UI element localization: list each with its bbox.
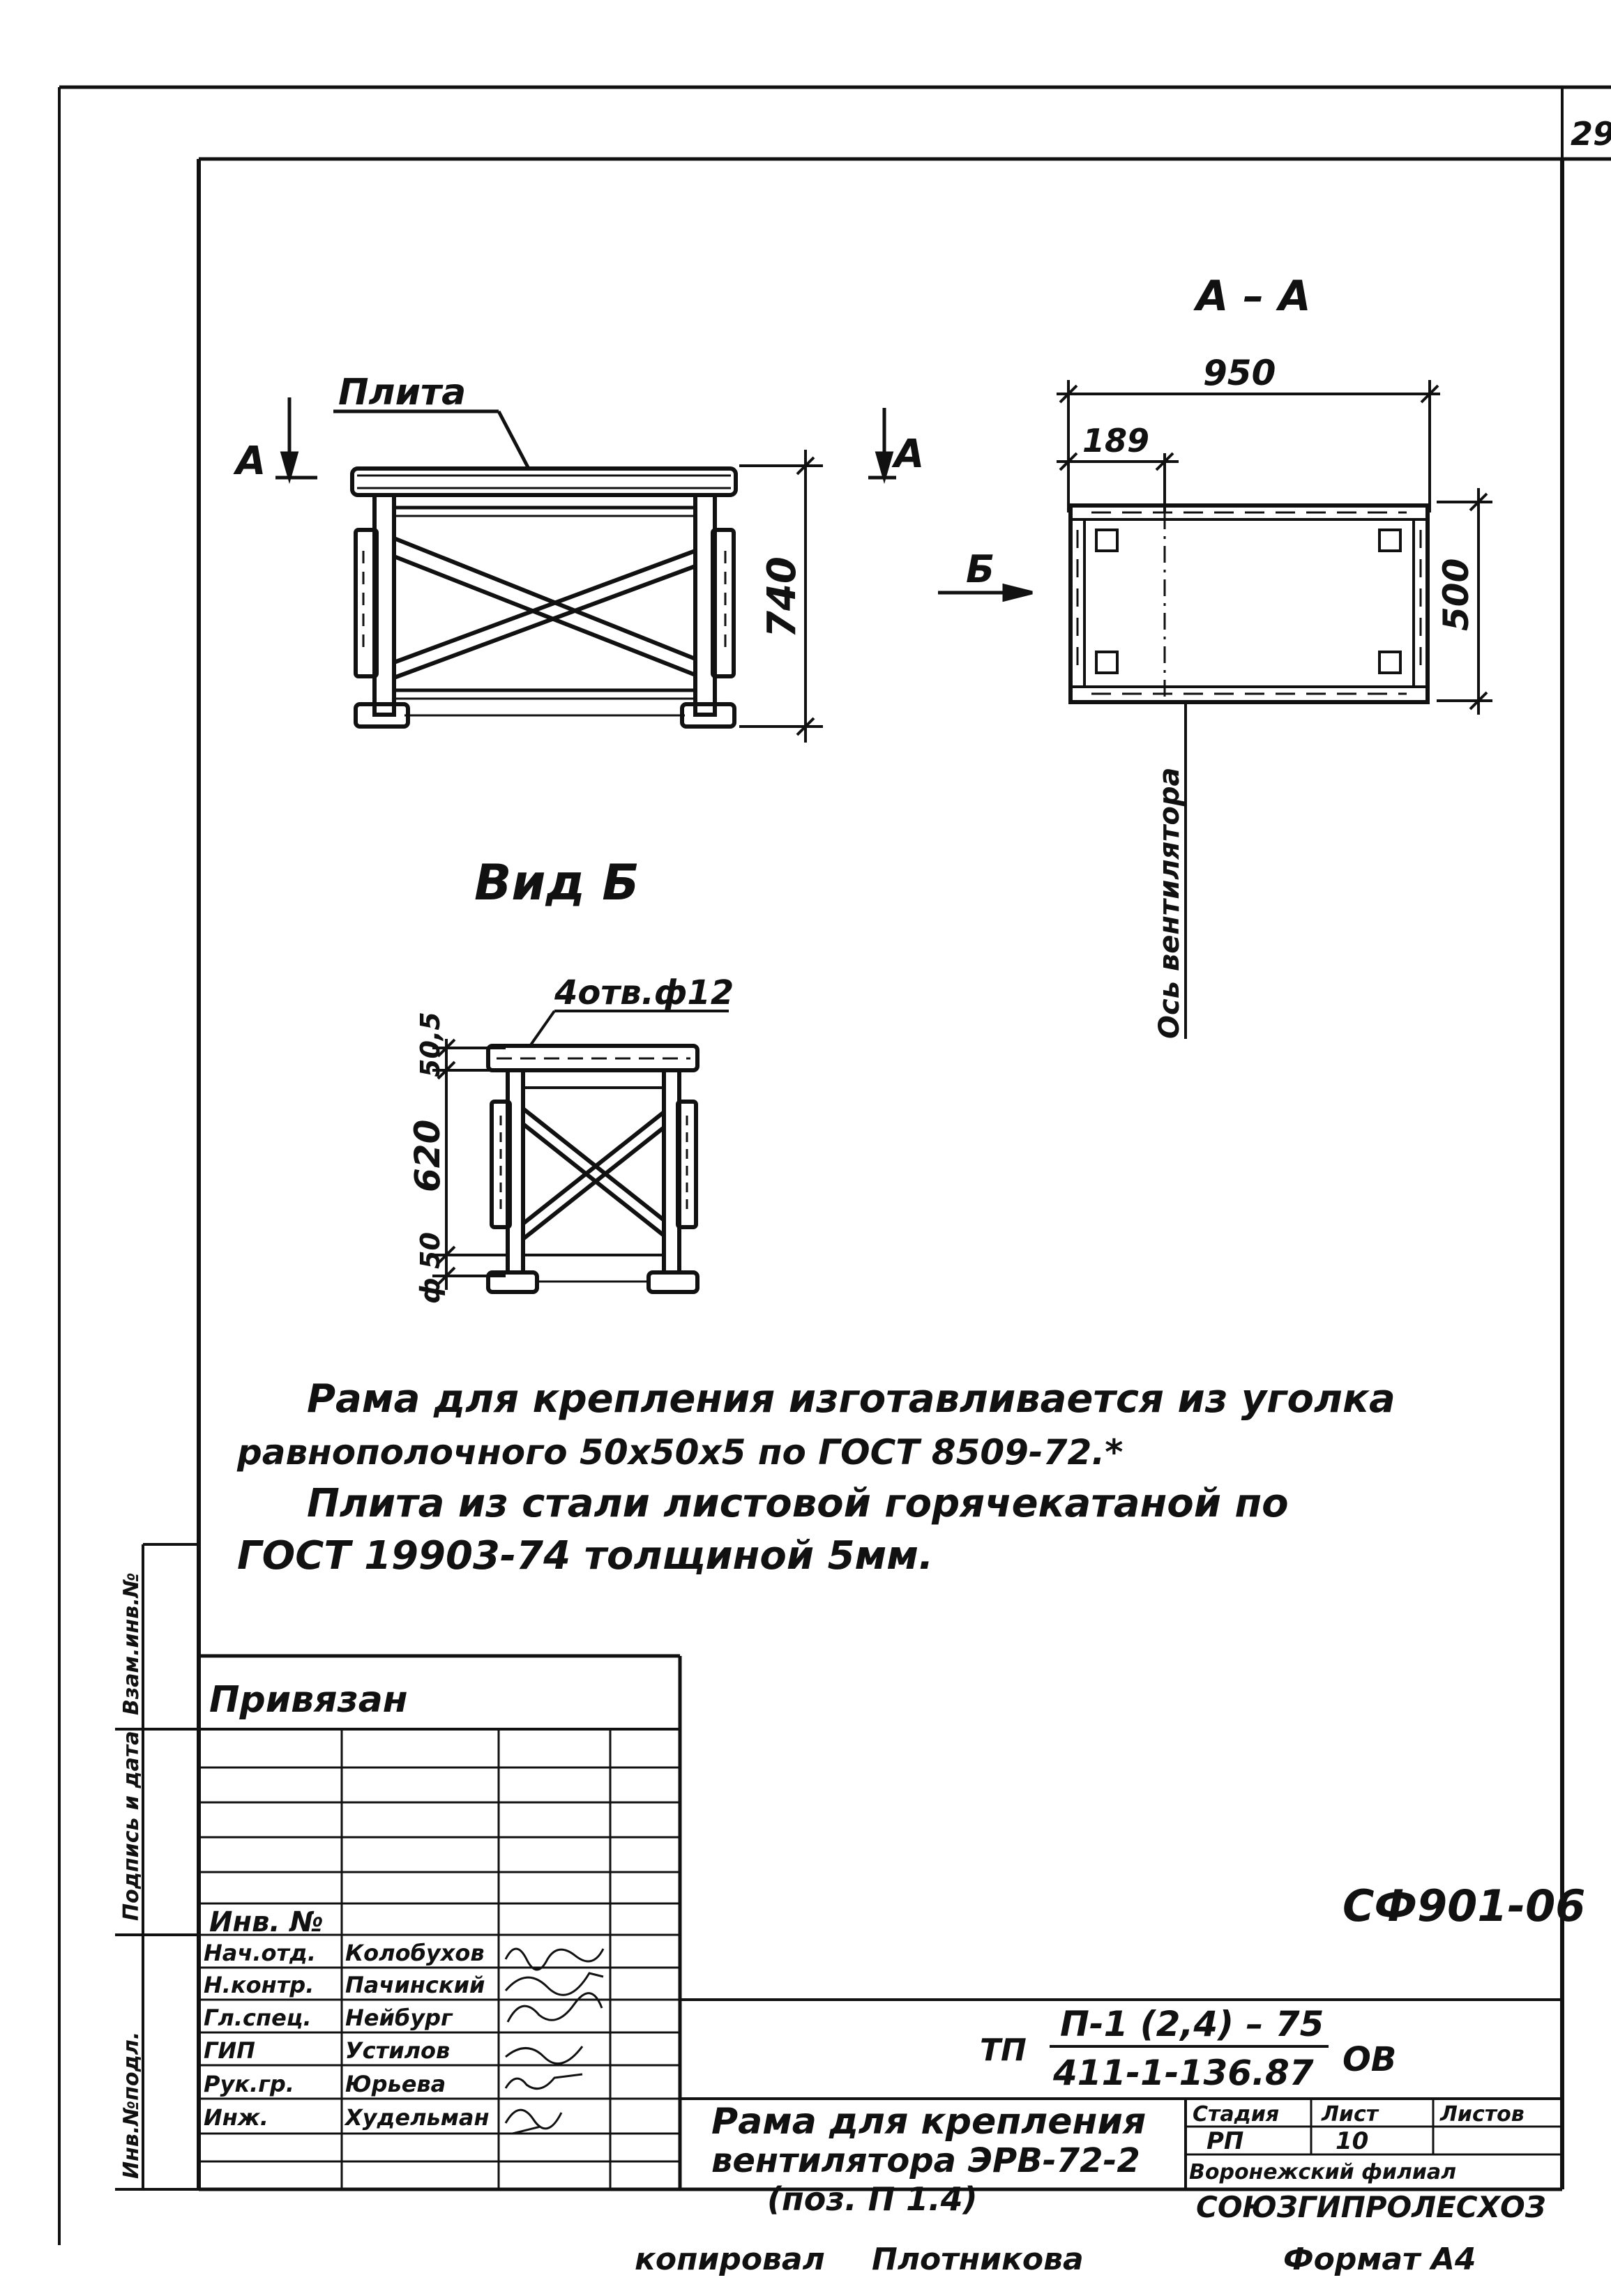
holes-label: 4отв.ф12	[554, 973, 734, 1012]
staff-name-2: Пачинский	[345, 1972, 485, 1998]
view-b-arrow	[938, 583, 1033, 602]
cut-marker-right-label: А	[891, 432, 924, 477]
sheet-frame	[58, 85, 1611, 2245]
sheet-number: 29	[1571, 115, 1611, 153]
note-line-2: равнополочного 50х50х5 по ГОСТ 8509-72.*	[236, 1432, 1123, 1473]
section-aa-depth: 500	[1436, 558, 1476, 631]
section-aa-width: 950	[1203, 353, 1276, 393]
frame-posts	[354, 493, 736, 717]
copied-by: копировал	[635, 2242, 825, 2277]
side-stamp-signature: Подпись и дата	[119, 1731, 144, 1921]
side-stamp-replaced: Взам.инв.№	[119, 1572, 144, 1715]
section-aa: А – А 950 189 500	[938, 272, 1492, 1039]
stage-header: Стадия	[1193, 2102, 1279, 2127]
format-label: Формат А4	[1283, 2242, 1476, 2277]
fan-axis-label: Ось вентилятора	[1154, 768, 1186, 1040]
copied-by-name: Плотникова	[872, 2242, 1084, 2277]
view-b: Вид Б 4отв.ф12	[407, 854, 734, 1304]
height-dimension	[739, 450, 823, 743]
view-b-frame	[486, 1044, 699, 1294]
staff-role-5: Рук.гр.	[204, 2071, 294, 2097]
view-b-dimensions	[432, 1038, 506, 1290]
view-b-title: Вид Б	[474, 854, 640, 911]
feet	[354, 702, 736, 729]
staff-role-3: Гл.спец.	[204, 2005, 312, 2031]
staff-name-4: Устилов	[345, 2037, 450, 2064]
view-b-dim-top: 50,5	[415, 1012, 446, 1077]
cut-marker-left-label: А	[233, 439, 266, 484]
plate	[350, 466, 738, 497]
view-b-dim-middle: 620	[407, 1120, 448, 1192]
note-line-4: ГОСТ 19903-74 толщиной 5мм.	[237, 1533, 933, 1579]
stage-value: РП	[1207, 2127, 1243, 2155]
staff-name-6: Худельман	[344, 2104, 490, 2131]
project-numerator: П-1 (2,4) – 75	[1060, 2004, 1324, 2044]
cross-braces	[393, 536, 697, 680]
side-stamp-inv: Инв.№подл.	[119, 2032, 144, 2179]
section-aa-dimensions	[1057, 380, 1492, 715]
staff-name-1: Колобухов	[345, 1940, 485, 1966]
front-view: Плита А А 740	[233, 372, 924, 743]
staff-role-6: Инж.	[204, 2104, 268, 2131]
org-line-2: СОЮЗГИПРОЛЕСХОЗ	[1196, 2190, 1546, 2224]
note-line-3: Плита из стали листовой горячекатаной по	[307, 1481, 1289, 1526]
item-title-line-1: Рама для крепления	[711, 2101, 1146, 2143]
view-b-dim-bottom-a: 50	[415, 1232, 446, 1269]
project-denominator: 411-1-136.87	[1052, 2053, 1314, 2093]
view-b-dim-bottom-b: ф	[415, 1277, 446, 1304]
sheet-header: Лист	[1321, 2102, 1379, 2127]
doc-code: СФ901-06	[1342, 1880, 1585, 1931]
org-line-1: Воронежский филиал	[1189, 2160, 1456, 2184]
title-block	[199, 1654, 1562, 2191]
item-title-line-2: вентилятора ЭРВ-72-2	[711, 2141, 1140, 2180]
signatures	[504, 1947, 605, 2135]
section-aa-plan	[1068, 503, 1430, 704]
plate-label: Плита	[338, 372, 466, 413]
staff-role-2: Н.контр.	[204, 1972, 314, 1998]
section-aa-title: А – А	[1193, 272, 1311, 321]
staff-name-5: Юрьева	[345, 2071, 446, 2097]
notes: Рама для крепления изготавливается из уг…	[236, 1376, 1396, 1579]
inv-no-label: Инв. №	[209, 1906, 324, 1938]
side-stamp	[115, 1543, 199, 2191]
section-aa-offset: 189	[1082, 422, 1149, 459]
sheet-value: 10	[1336, 2127, 1368, 2155]
holes-leader	[529, 1010, 729, 1047]
cut-marker-left	[275, 397, 317, 485]
view-b-arrow-label: Б	[966, 547, 994, 591]
project-prefix: ТП	[980, 2032, 1027, 2068]
plate-leader	[333, 409, 531, 470]
sheets-header: Листов	[1439, 2102, 1525, 2127]
staff-role-4: ГИП	[204, 2037, 255, 2064]
height-dimension-value: 740	[759, 556, 805, 638]
staff-role-1: Нач.отд.	[204, 1940, 316, 1966]
cut-marker-right	[868, 408, 896, 485]
note-line-1: Рама для крепления изготавливается из уг…	[307, 1376, 1396, 1422]
item-title-line-3: (поз. П 1.4)	[767, 2180, 978, 2218]
privyazan-label: Привязан	[209, 1679, 408, 1721]
staff-name-3: Нейбург	[345, 2005, 453, 2031]
project-suffix: ОВ	[1342, 2040, 1396, 2079]
